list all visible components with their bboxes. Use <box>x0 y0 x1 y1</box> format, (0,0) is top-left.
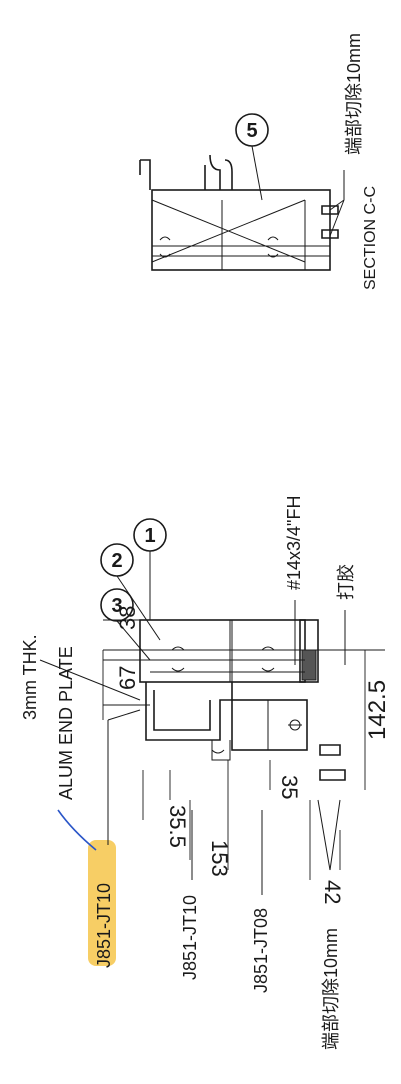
highlight-marker <box>88 840 116 966</box>
balloon-3-label: 3 <box>111 595 122 617</box>
sealant-note: 打胶 <box>336 564 356 600</box>
sealant-block <box>301 649 317 681</box>
part-jt10-highlighted: J851-JT10 <box>94 883 114 968</box>
section-cc-end-cut-note: 端部切除10mm <box>344 33 364 155</box>
dim-38: 38 <box>115 606 140 630</box>
main-section-view: 3 2 1 67 38 35.5 153 35 42 142.5 #14x3/4… <box>20 496 391 1050</box>
lower-profile <box>145 682 233 741</box>
section-cc-frame <box>151 189 331 271</box>
main-end-cut-note: 端部切除10mm <box>321 928 341 1050</box>
end-plate-leader <box>39 659 141 701</box>
balloon-5-label: 5 <box>246 120 257 142</box>
dim-67: 67 <box>115 666 140 690</box>
end-plate-note-line2: ALUM END PLATE <box>56 646 76 800</box>
part-jt08: J851-JT08 <box>251 908 271 993</box>
screw-note: #14x3/4"FH <box>284 496 304 590</box>
section-cc-view: 5 端部切除10mm SECTION C-C <box>139 33 379 290</box>
dim-35-5: 35.5 <box>165 805 190 848</box>
balloon-2-label: 2 <box>111 550 122 572</box>
part-jt10: J851-JT10 <box>180 895 200 980</box>
end-plate-note-line1: 3mm THK. <box>20 634 40 720</box>
dim-142-5: 142.5 <box>364 680 391 740</box>
pen-mark <box>57 809 97 851</box>
balloon-1-label: 1 <box>144 525 155 547</box>
main-frame-profile <box>139 619 306 683</box>
dim-42: 42 <box>320 880 345 904</box>
dim-35: 35 <box>277 775 302 799</box>
section-cc-title: SECTION C-C <box>362 186 379 290</box>
